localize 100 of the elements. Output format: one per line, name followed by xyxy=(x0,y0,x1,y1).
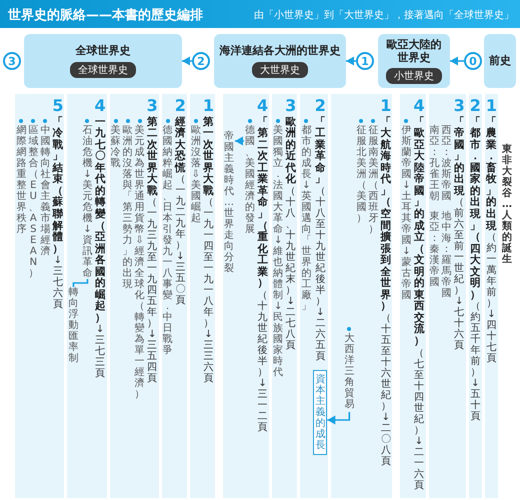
step-number: 4 xyxy=(413,97,425,115)
section-header-box xyxy=(24,34,182,88)
bullet-text: 征服北美洲（美國） xyxy=(356,125,366,224)
note-text: 西亞：波斯帝國 xyxy=(442,125,452,202)
section-heading: 海洋連結各大洲的世界史 xyxy=(220,44,340,58)
era-panel xyxy=(67,94,107,498)
bullet-text: 中國轉向社會主義市場經濟 xyxy=(40,125,50,257)
era-panel xyxy=(223,94,270,498)
step-number: 2 xyxy=(314,97,326,115)
step-number: 3 xyxy=(454,97,465,115)
note-text: 帝國主義時代…世界走向分裂 xyxy=(224,131,234,274)
bullet-text: 大西洋三角貿易 xyxy=(344,333,354,410)
step-number: 2 xyxy=(470,97,481,115)
bullet-text: 美元成為世界通用貨幣⇩經濟全球化（轉變為單一經濟） xyxy=(134,125,145,400)
page-reference: （十八、十九世紀末）↓二七八頁 xyxy=(286,186,296,351)
bullet-text: 美蘇冷戰 xyxy=(110,125,121,169)
section-tag-pill: 全球世界史 xyxy=(70,62,136,78)
step-number-circle: 1 xyxy=(356,52,374,70)
era-title: 歐洲的近代化 xyxy=(285,116,296,186)
bullet-text: 伊斯蘭帝國↓土耳其帝國↓蒙古帝國 xyxy=(401,125,412,301)
section-header-box xyxy=(214,34,346,88)
note-text: 地中海：羅馬帝國 xyxy=(442,211,452,299)
section-tag-pill: 大世界史 xyxy=(252,62,308,78)
era-panel xyxy=(162,94,187,498)
arrow xyxy=(182,56,192,66)
era-panel xyxy=(110,94,159,498)
era-panel xyxy=(468,94,482,498)
step-number: 3 xyxy=(285,97,296,115)
era-panel xyxy=(190,94,216,498)
step-number-circle: 2 xyxy=(192,52,210,70)
arrow xyxy=(327,412,350,424)
step-number-circle: 3 xyxy=(3,52,21,70)
step-number-circle: 0 xyxy=(464,52,482,70)
section-header-box xyxy=(484,34,516,88)
arrow xyxy=(450,56,464,66)
era-title: 一九七〇年代的轉變（亞洲各國的崛起） xyxy=(94,116,106,324)
page-reference: （前六至前一世紀）↓七十六頁 xyxy=(454,197,464,352)
bullet-text: 美國獨立．法國大革命↓維也納體制↓民族國家時代 xyxy=(273,125,284,378)
step-number: 1 xyxy=(380,97,392,115)
page-reference: （一九一四至一九一八年）↓三三六頁 xyxy=(203,197,214,384)
era-panel xyxy=(15,94,64,498)
page-reference: （十八至十九世紀後半）↓二六五頁 xyxy=(315,186,326,362)
step-number: 1 xyxy=(486,97,497,115)
page-reference: （七至十四世紀）↓二一六頁 xyxy=(414,348,424,491)
step-number: 3 xyxy=(146,97,158,115)
era-title: 「帝國」的出現 xyxy=(454,116,464,198)
era-title: 「冷戰」結束（蘇聯解體） xyxy=(52,116,64,256)
section-heading: 全球世界史 xyxy=(76,44,130,58)
section-heading: 前史 xyxy=(489,54,511,68)
note-text: 南亞：孔雀王朝 xyxy=(430,125,440,202)
era-title: 經濟大恐慌 xyxy=(175,116,186,174)
era-panel xyxy=(400,94,426,498)
connector-line xyxy=(72,279,88,287)
era-panel xyxy=(484,94,498,498)
bullet-text: 征服南美洲（西班牙） xyxy=(368,125,378,235)
subtitle-text: 由「小世界史」到「大世界史」，接著邁向「全球世界史」 xyxy=(254,8,514,22)
bullet-text: 德國納粹崛起、日本引發九一八事變．中日戰爭 xyxy=(162,125,173,356)
arrow xyxy=(235,136,244,146)
era-title: 「都市．國家的出現」（四大文明） xyxy=(470,116,481,302)
page-reference: （一九二九年）↓三五〇頁 xyxy=(175,174,186,306)
bullet-text: 都市的成長↓英國邁向「世界的工廠」 xyxy=(301,125,312,312)
section-heading: 歐亞大陸的世界史 xyxy=(386,38,442,64)
era-panel xyxy=(300,94,328,498)
page-reference: （十五至十六世紀）↓二〇八頁 xyxy=(380,312,391,467)
era-title: 第二次世界大戰 xyxy=(146,116,158,198)
bullet-text: 歐洲沒落⇩美國崛起 xyxy=(190,125,201,224)
note-text: 東非大裂谷…人類的誕生 xyxy=(502,144,512,265)
era-panel xyxy=(428,94,466,498)
arrow xyxy=(346,56,356,66)
step-number: 2 xyxy=(174,97,186,115)
era-title: 「工業革命」 xyxy=(315,116,326,186)
page-reference: （一九三九至一九四五年）↓三五四頁 xyxy=(147,197,158,384)
step-number: 5 xyxy=(52,97,64,115)
step-number: 1 xyxy=(202,97,214,115)
era-title: 「歐亞大陸帝國」的成立（文明的東西交流） xyxy=(414,116,424,348)
page-reference: （約五千年前）↓五十頁 xyxy=(470,301,480,422)
page-reference: ↓三七三頁 xyxy=(95,324,106,380)
step-number: 4 xyxy=(257,97,268,115)
section-header-box xyxy=(378,34,450,88)
bullet-text: 石油危機↓美元危機↓資訊革命 xyxy=(82,125,92,279)
bullet-text: 區域整合（EU、ASEAN） xyxy=(28,125,38,279)
diagram-title: 世界史的脈絡——本書的歷史編排 xyxy=(8,7,203,24)
callout-box xyxy=(313,370,328,455)
era-title: 「大航海時代」（空間擴張到全世界） xyxy=(380,116,392,313)
step-number: 4 xyxy=(94,97,106,115)
note-text: 轉向浮動匯率制 xyxy=(68,287,78,364)
era-title: 第一次世界大戰 xyxy=(203,116,214,198)
bullet-text: 網際網路重整世界秩序 xyxy=(16,125,26,235)
section-tag-pill: 小世界史 xyxy=(386,68,442,84)
note-text: 東亞：秦漢帝國 xyxy=(430,211,440,288)
era-panel xyxy=(272,94,298,498)
page-reference: （約一萬年前）↓四十七頁 xyxy=(486,232,496,364)
era-panel xyxy=(331,94,392,498)
era-title: 「農業．畜牧」的出現 xyxy=(486,116,497,232)
page-reference: ↓三七六頁 xyxy=(52,255,63,310)
page-reference: （十九世紀後半）↓三一二頁 xyxy=(258,290,268,433)
bullet-text: 歐洲的沒落與「第三勢力」的出現 xyxy=(122,125,133,290)
callout-text: 資本主義的成長 xyxy=(315,374,326,451)
bullet-text: 德國、美國經濟的發展 xyxy=(245,125,256,235)
era-title: 「第二次工業革命」（重化工業） xyxy=(257,116,268,290)
